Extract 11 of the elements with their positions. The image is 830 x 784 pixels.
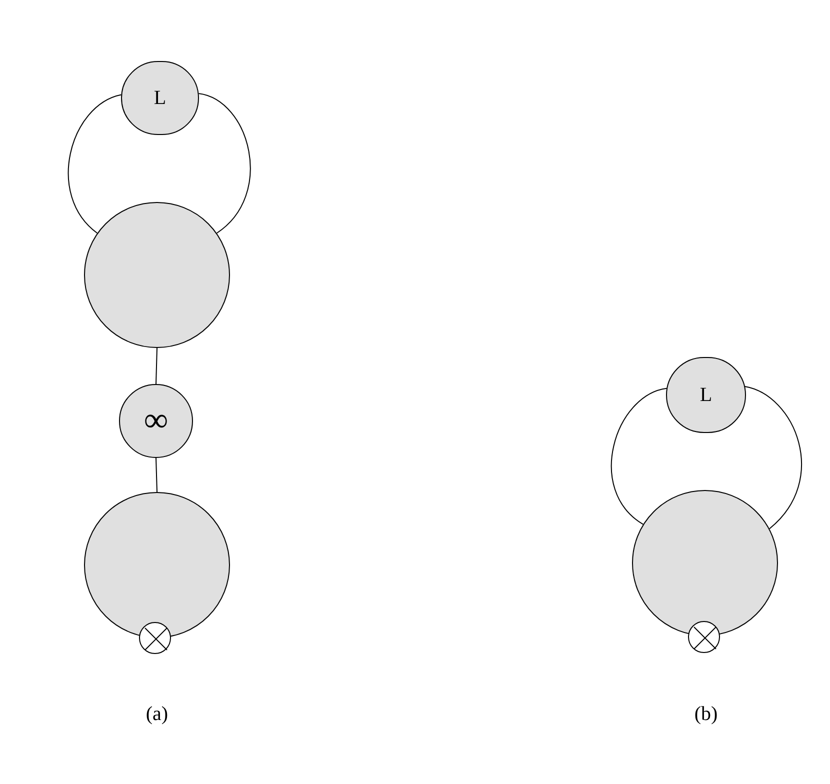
node-label: L bbox=[700, 385, 712, 405]
connector-line bbox=[156, 348, 158, 384]
connector-line bbox=[198, 93, 251, 234]
subfigure-label: (b) bbox=[694, 704, 718, 724]
connector-line bbox=[156, 458, 158, 492]
connector-line bbox=[611, 388, 668, 525]
subfigure-label: (a) bbox=[146, 704, 168, 724]
node-label: ∞ bbox=[144, 404, 168, 438]
connector-line bbox=[744, 386, 802, 530]
connector-line bbox=[68, 94, 122, 234]
node-label: L bbox=[154, 88, 166, 108]
